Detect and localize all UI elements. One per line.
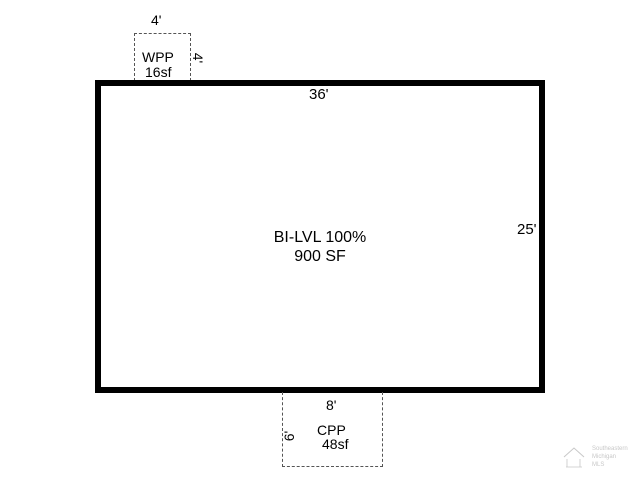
main-depth-label: 25' [517, 221, 537, 238]
wpp-area-label: 16sf [145, 64, 172, 80]
cpp-name-label: CPP [317, 422, 346, 438]
wpp-depth-label: 4' [190, 52, 207, 64]
cpp-area-label: 48sf [322, 436, 349, 452]
cpp-depth-label: 6' [281, 430, 298, 442]
wpp-porch-outline [134, 33, 191, 81]
main-room-outline [95, 80, 545, 393]
main-width-label: 36' [309, 86, 329, 103]
cpp-porch-outline [282, 392, 383, 467]
main-room-name: BI-LVL 100% [273, 229, 367, 246]
wpp-width-label: 4' [151, 12, 162, 28]
mls-logo-icon [563, 447, 585, 468]
watermark-line2: Michigan [592, 454, 617, 460]
main-room-area: 900 SF [294, 248, 346, 265]
wpp-name-label: WPP [142, 49, 174, 65]
watermark-line1: Southeastern [592, 446, 628, 452]
watermark-line3: MLS [592, 462, 605, 468]
cpp-width-label: 8' [326, 397, 337, 413]
